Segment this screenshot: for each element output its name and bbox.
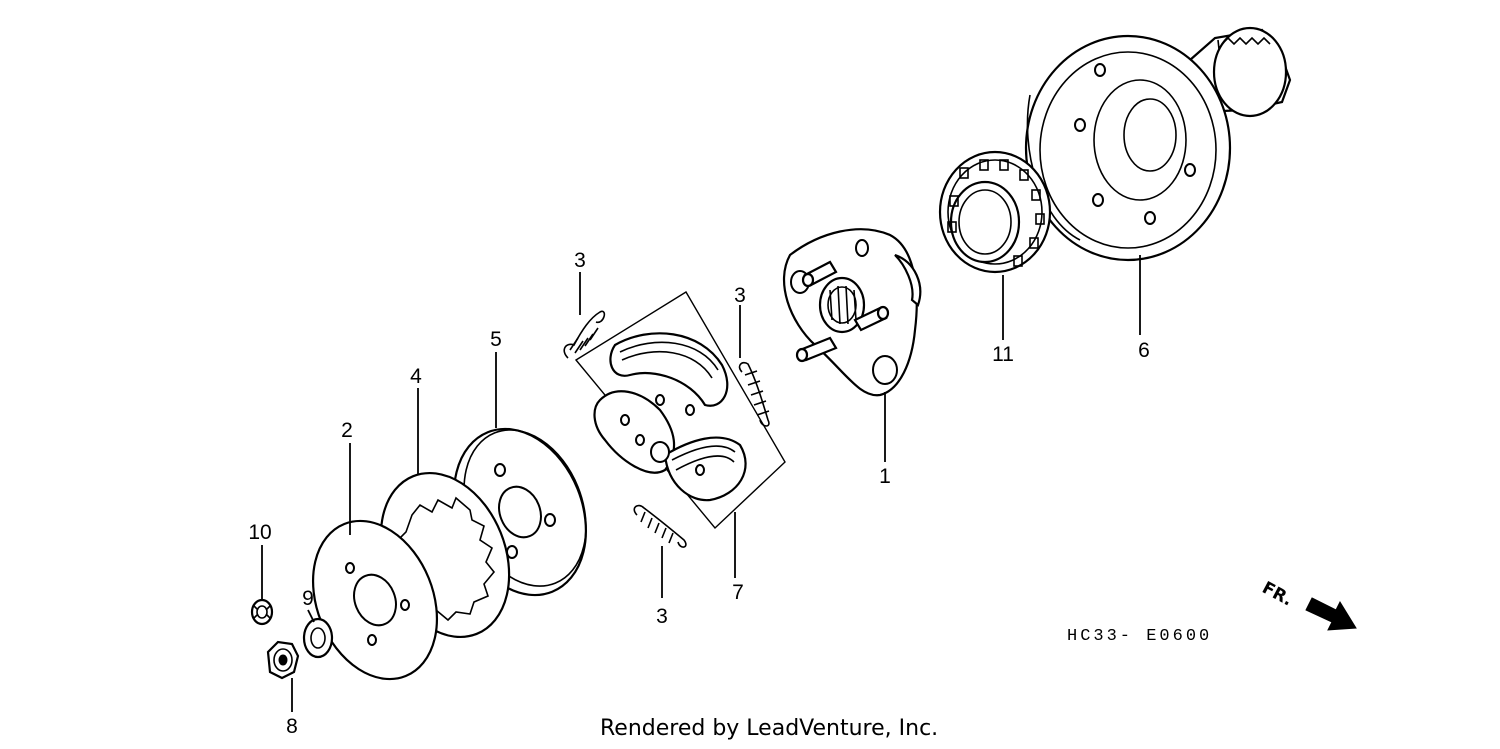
callout-2: 2 bbox=[341, 419, 353, 442]
callout-9: 9 bbox=[302, 587, 314, 610]
clutch-spring-right bbox=[738, 361, 770, 427]
callout-3-right: 3 bbox=[734, 284, 746, 307]
render-credit: Rendered by LeadVenture, Inc. bbox=[600, 716, 939, 741]
washer bbox=[302, 617, 334, 659]
callout-5: 5 bbox=[490, 328, 502, 351]
callout-10: 10 bbox=[248, 521, 272, 544]
leader-lines bbox=[261, 255, 1141, 712]
callout-4: 4 bbox=[410, 365, 422, 388]
drive-plate bbox=[782, 228, 922, 397]
callout-11: 11 bbox=[992, 343, 1014, 366]
clutch-spring-bottom bbox=[633, 504, 687, 548]
callout-7: 7 bbox=[732, 581, 744, 604]
clutch-nut bbox=[266, 640, 300, 680]
clutch-outer-drum bbox=[1024, 26, 1292, 262]
diagram-code: HC33- E0600 bbox=[1067, 627, 1213, 646]
lock-washer bbox=[250, 598, 274, 626]
clutch-weight-assembly bbox=[574, 291, 786, 530]
callout-6: 6 bbox=[1138, 339, 1150, 362]
front-arrow-icon bbox=[1305, 597, 1357, 631]
clutch-spring-top bbox=[563, 310, 606, 359]
callout-1: 1 bbox=[879, 465, 891, 488]
callout-3-bottom: 3 bbox=[656, 605, 668, 628]
one-way-clutch bbox=[938, 150, 1052, 274]
callout-3-top: 3 bbox=[574, 249, 586, 272]
callout-8: 8 bbox=[286, 715, 298, 738]
